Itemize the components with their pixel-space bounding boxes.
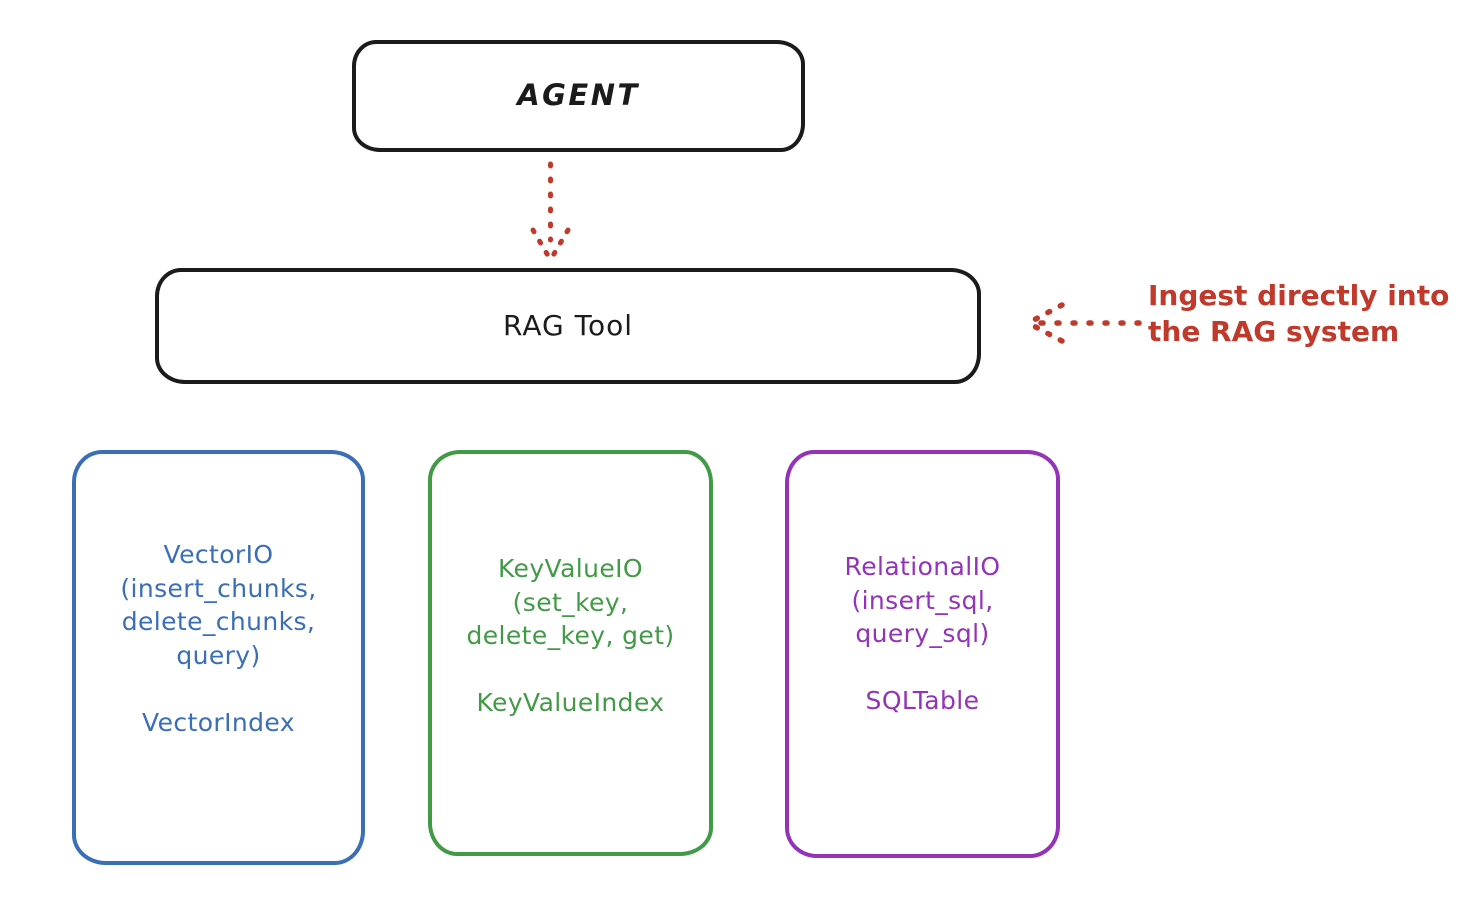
node-key-value-io-label: KeyValueIO (set_key, delete_key, get) Ke… <box>466 554 675 717</box>
node-relational-io[interactable]: RelationalIO (insert_sql, query_sql) SQL… <box>785 450 1060 858</box>
node-key-value-io[interactable]: KeyValueIO (set_key, delete_key, get) Ke… <box>428 450 713 856</box>
node-agent-label: AGENT <box>517 78 640 113</box>
node-rag-tool-label: RAG Tool <box>503 308 633 342</box>
node-vector-io-label: VectorIO (insert_chunks, delete_chunks, … <box>120 540 317 737</box>
node-agent[interactable]: AGENT <box>352 40 805 152</box>
connector-agent-to-rag-tool-arrow-icon <box>530 161 571 262</box>
node-relational-io-label: RelationalIO (insert_sql, query_sql) SQL… <box>844 552 1001 715</box>
connector-ingest-arrow-icon <box>1027 302 1142 344</box>
annotation-ingest: Ingest directly into the RAG system <box>1148 279 1450 348</box>
node-rag-tool[interactable]: RAG Tool <box>155 268 981 384</box>
node-vector-io[interactable]: VectorIO (insert_chunks, delete_chunks, … <box>72 450 365 865</box>
